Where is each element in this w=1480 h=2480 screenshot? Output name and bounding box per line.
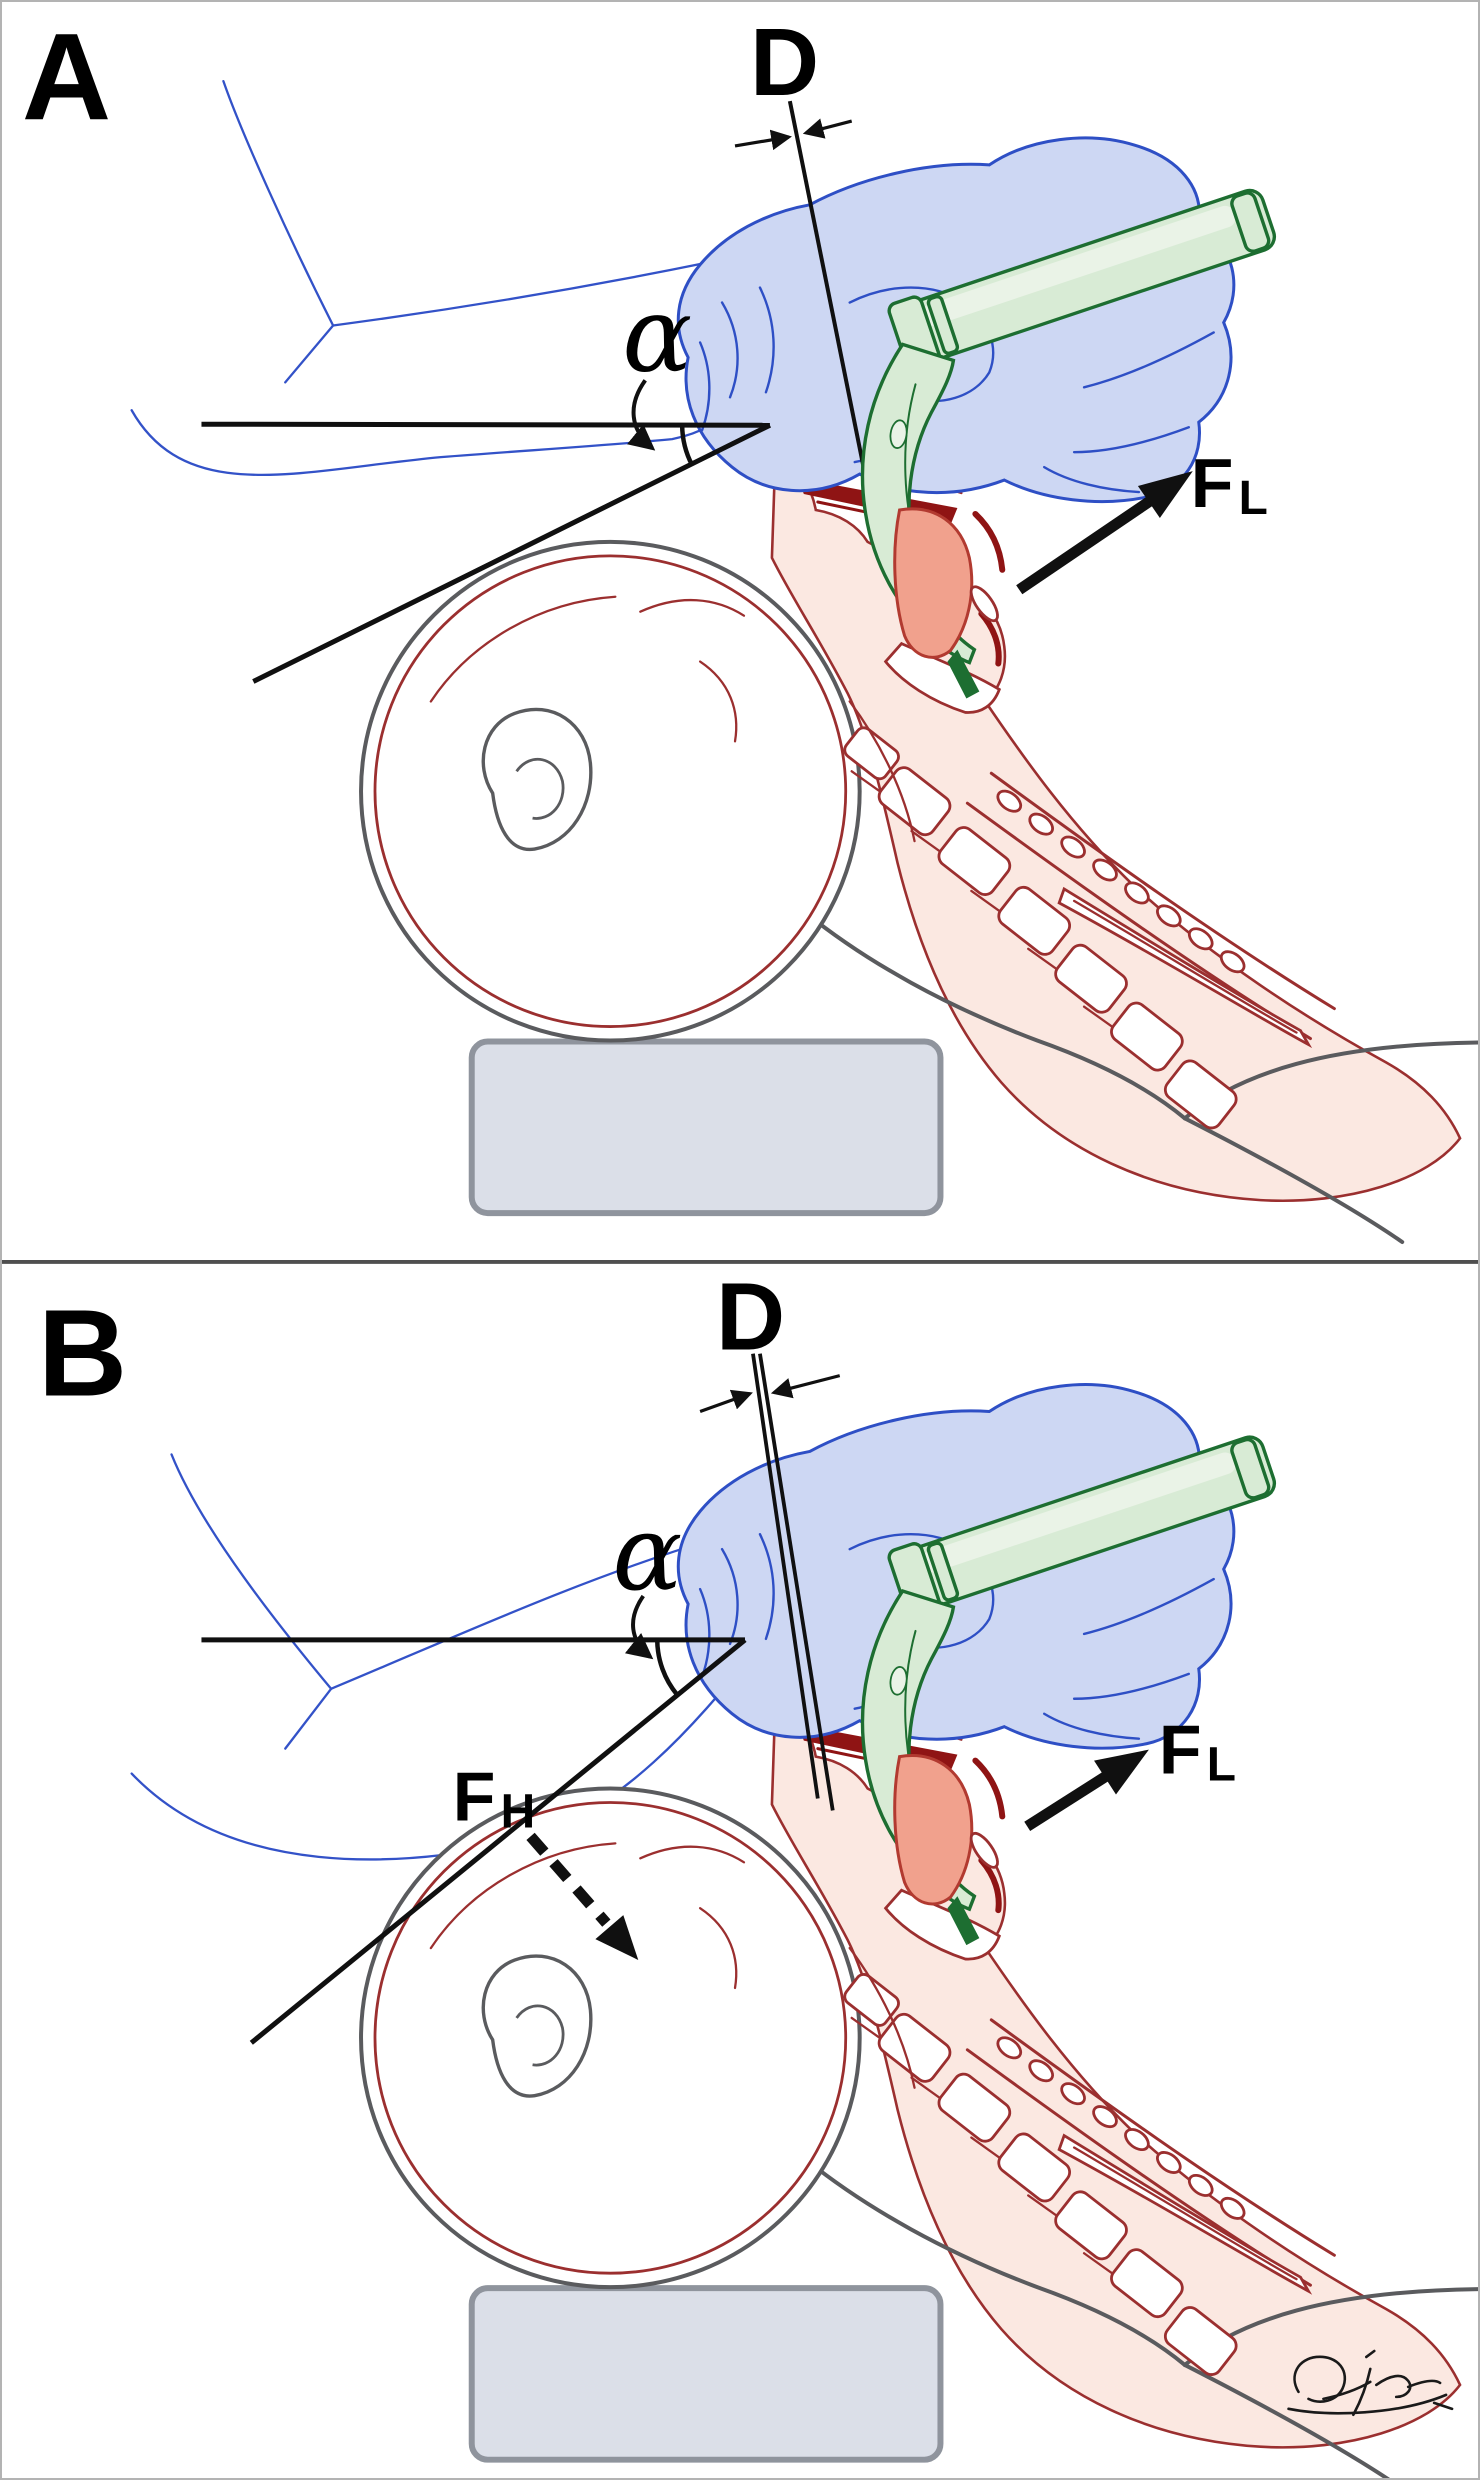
force-h-label: F	[453, 1757, 496, 1835]
angle-label: α	[612, 1494, 682, 1614]
distance-label: D	[750, 9, 819, 116]
force-h-arrow-shaft	[526, 1832, 611, 1927]
force-h-arrow-head	[595, 1915, 639, 1961]
angle-label: α	[622, 275, 692, 395]
face-plane-line	[249, 1637, 747, 2045]
operator-elbow-line	[284, 324, 335, 384]
angle-arc	[654, 1639, 679, 1697]
dimension-arrow-left	[734, 129, 792, 151]
operator-upper-arm-line	[170, 1453, 333, 1690]
panel-a: A D α F L	[22, 8, 1478, 1242]
dimension-arrow-right	[802, 118, 853, 139]
force-l-label: F	[1191, 444, 1234, 522]
operator-elbow-line	[284, 1687, 333, 1750]
alpha-pointer-arrow	[624, 1594, 654, 1660]
handle-axis-line-displaced	[758, 1353, 835, 1811]
panel-label: B	[38, 1285, 127, 1423]
artist-signature-icon	[1287, 2349, 1454, 2417]
force-l-subscript: L	[1239, 472, 1268, 525]
operator-forearm-top-line	[331, 261, 709, 327]
force-l-arrow-head	[1137, 471, 1193, 518]
angle-arc	[679, 425, 695, 467]
distance-label: D	[716, 1264, 785, 1371]
panel-b: B D α F L F H	[38, 1264, 1478, 2478]
handle-axis-line-original	[751, 1353, 820, 1799]
force-l-arrow-shaft	[1024, 1765, 1118, 1832]
horizontal-reference-line	[201, 421, 770, 428]
operator-forearm-top-line	[329, 1538, 715, 1690]
panel-label: A	[22, 8, 111, 146]
dimension-arrow-right	[770, 1374, 841, 1399]
operator-forearm-bottom-line	[130, 399, 744, 476]
force-l-label: F	[1159, 1711, 1202, 1789]
alpha-pointer-arrow	[626, 379, 656, 451]
force-l-arrow-head	[1094, 1749, 1149, 1795]
face-plane-line	[252, 422, 772, 684]
dimension-arrow-left	[699, 1389, 753, 1414]
force-h-subscript: H	[501, 1785, 536, 1838]
force-l-arrow-shaft	[1016, 490, 1162, 595]
operator-upper-arm-line	[222, 79, 335, 327]
force-l-subscript: L	[1207, 1739, 1236, 1792]
